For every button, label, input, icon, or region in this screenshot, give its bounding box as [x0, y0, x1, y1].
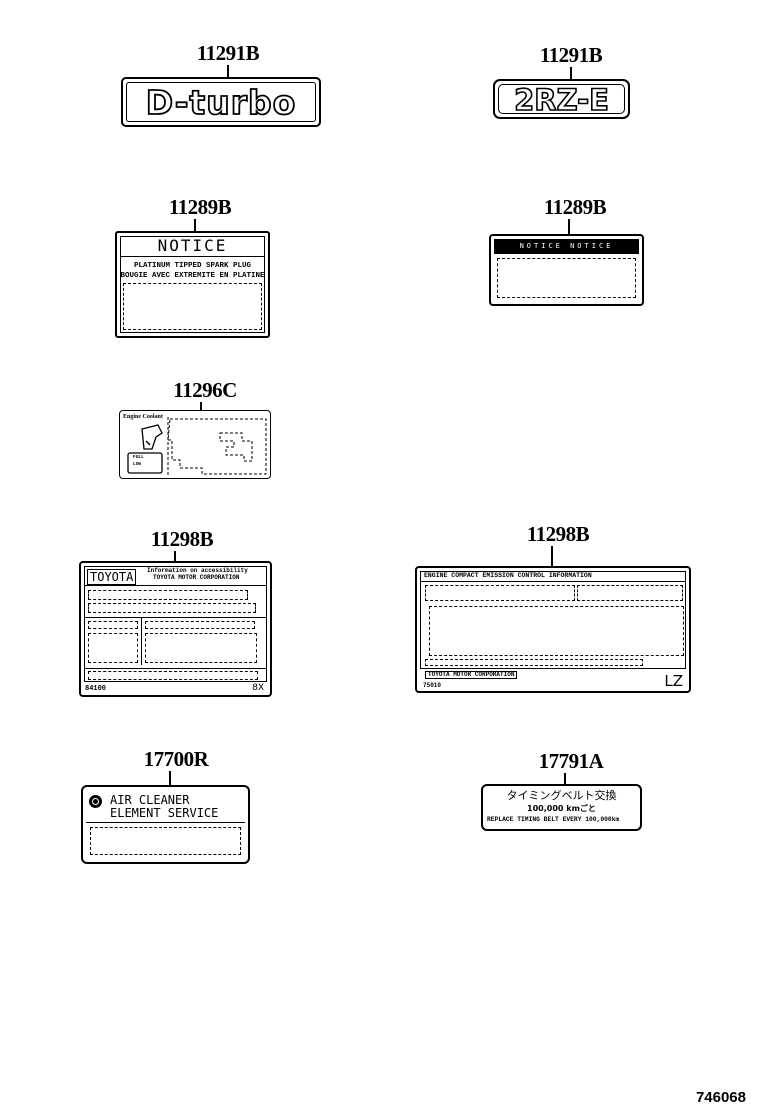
- leader-line: [570, 67, 572, 79]
- notice-header-bar: NOTICE NOTICE: [494, 239, 639, 254]
- label-code: 75010: [423, 682, 442, 689]
- notice-line-2: BOUGIE AVEC EXTREMITE EN PLATINE: [120, 272, 265, 280]
- drawing-number: 746068: [695, 1089, 746, 1106]
- timing-belt-label: タイミングベルト交換 100,000 kmごと REPLACE TIMING B…: [481, 784, 642, 831]
- field-placeholder: [88, 590, 248, 600]
- emblem-2rze: 2RZ-E: [493, 79, 630, 119]
- leader-line: [169, 771, 171, 785]
- part-number-17791a: 17791A: [538, 749, 604, 773]
- timing-belt-interval-jp: 100,000 kmごと: [527, 804, 596, 813]
- timing-belt-line-jp: タイミングベルト交換: [506, 789, 617, 802]
- emblem-text: D-turbo: [145, 82, 297, 123]
- field-placeholder: [425, 585, 575, 601]
- brand-logo-text: TOYOTA: [87, 569, 137, 585]
- coolant-label: Engine Coolant FULL LOW: [119, 410, 271, 479]
- text-area-placeholder: [123, 283, 262, 330]
- air-cleaner-line-1: AIR CLEANER: [110, 793, 190, 807]
- divider: [84, 617, 267, 618]
- leader-line: [194, 219, 196, 231]
- part-number-11291b-2rze: 11291B: [539, 43, 603, 67]
- label-code: 84100: [85, 685, 107, 693]
- emblem-inner-border: [126, 82, 316, 122]
- air-cleaner-label: AIR CLEANER ELEMENT SERVICE: [81, 785, 250, 864]
- part-number-11289b-right: 11289B: [543, 195, 607, 219]
- field-placeholder: [88, 603, 256, 613]
- notice-label-dark: NOTICE NOTICE: [489, 234, 644, 306]
- notice-label-spark-plug: NOTICE PLATINUM TIPPED SPARK PLUG BOUGIE…: [115, 231, 270, 338]
- coolant-tag-low: LOW: [133, 462, 142, 467]
- emission-control-label: ENGINE COMPACT EMISSION CONTROL INFORMAT…: [415, 566, 691, 693]
- part-number-11298b-right: 11298B: [526, 522, 590, 546]
- emblem-inner-border: [498, 84, 625, 114]
- divider: [84, 585, 267, 586]
- maker-name: TOYOTA MOTOR CORPORATION: [425, 671, 518, 679]
- divider: [86, 822, 245, 823]
- label-inner-border: [84, 566, 267, 682]
- leader-line: [564, 773, 566, 784]
- label-suffix: 8X: [251, 683, 264, 694]
- header-line-1: Information on accessibility: [147, 567, 248, 574]
- header-line-2: TOYOTA MOTOR CORPORATION: [153, 574, 240, 581]
- part-number-11298b-left: 11298B: [150, 527, 214, 551]
- text-area-placeholder: [90, 827, 241, 855]
- field-placeholder: [425, 659, 643, 666]
- field-placeholder: [145, 633, 257, 663]
- divider: [420, 581, 686, 582]
- part-number-11291b-dturbo: 11291B: [196, 41, 260, 65]
- field-placeholder: [88, 633, 138, 663]
- emblem-dturbo: D-turbo: [121, 77, 321, 127]
- notice-line-1: PLATINUM TIPPED SPARK PLUG: [133, 262, 252, 270]
- vehicle-info-label-toyota: TOYOTA Information on accessibility TOYO…: [79, 561, 272, 697]
- emission-header: ENGINE COMPACT EMISSION CONTROL INFORMAT…: [424, 572, 592, 579]
- timing-belt-line-en: REPLACE TIMING BELT EVERY 100,000km: [487, 816, 620, 823]
- leader-line: [174, 551, 176, 564]
- leader-line: [551, 546, 553, 566]
- part-number-11289b-left: 11289B: [168, 195, 232, 219]
- part-number-17700r: 17700R: [143, 747, 209, 771]
- notice-title: NOTICE: [120, 236, 265, 257]
- coolant-corner-text: Engine Coolant: [123, 414, 163, 420]
- field-placeholder: [145, 621, 255, 629]
- leader-line: [568, 219, 570, 234]
- coolant-tag-full: FULL: [133, 455, 144, 460]
- label-inner-border: [120, 236, 265, 333]
- field-placeholder: [577, 585, 683, 601]
- emblem-text: 2RZ-E: [513, 82, 609, 118]
- leader-line: [200, 402, 202, 410]
- part-number-11296c: 11296C: [173, 378, 237, 402]
- air-cleaner-line-2: ELEMENT SERVICE: [110, 806, 219, 820]
- label-inner-border: [420, 571, 686, 669]
- field-placeholder: [88, 671, 258, 680]
- text-area-placeholder: [497, 258, 636, 298]
- leader-line: [227, 65, 229, 77]
- field-placeholder: [429, 606, 684, 656]
- divider: [141, 617, 142, 665]
- maintenance-icon: [89, 795, 102, 808]
- label-corner-mark: LZ: [664, 672, 683, 690]
- field-placeholder: [88, 621, 138, 629]
- divider: [84, 668, 267, 669]
- coolant-reservoir-icon: [127, 417, 267, 475]
